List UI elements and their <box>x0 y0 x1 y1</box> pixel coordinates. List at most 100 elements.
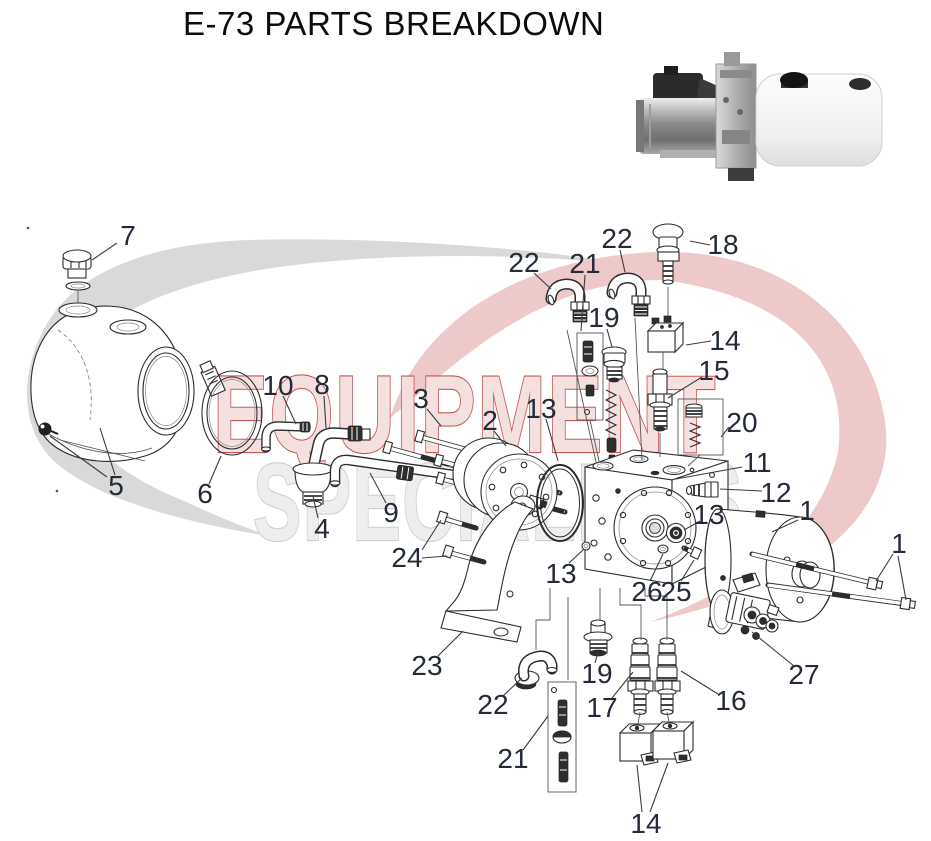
leader-line <box>897 555 907 601</box>
part-13-oring-large <box>536 464 584 542</box>
part-number-label: 2 <box>482 405 498 436</box>
leader-line <box>649 553 664 582</box>
photo-valve-block <box>715 63 757 169</box>
part-number-label: 23 <box>411 650 442 681</box>
part-number-label: 18 <box>707 229 738 260</box>
part-number-label: 24 <box>391 542 422 573</box>
leader-line <box>502 677 523 697</box>
part-number-label: 19 <box>588 302 619 333</box>
part-21-kit-bottom <box>547 681 577 793</box>
leader-line <box>369 472 387 504</box>
tank-filler-neck-2 <box>109 319 147 335</box>
part-14-coils-bottom <box>618 720 695 766</box>
part-number-label: 16 <box>715 685 746 716</box>
leader-line <box>619 249 626 273</box>
leader-line <box>522 715 549 751</box>
leader-line <box>683 520 701 531</box>
photo-tank-cap-2 <box>849 78 871 90</box>
part-22-elbow-a <box>545 278 590 323</box>
leader-line <box>437 630 464 657</box>
leader-line <box>99 427 116 476</box>
part-number-label: 13 <box>693 499 724 530</box>
part-26-washer <box>657 544 669 554</box>
part-number-label: 20 <box>726 407 757 438</box>
leader-line <box>91 242 118 261</box>
leader-line <box>685 340 712 346</box>
part-7-breather-cap <box>62 249 92 303</box>
leader-line <box>636 764 643 813</box>
part-number-label: 3 <box>413 383 429 414</box>
part-22-elbow-b <box>606 272 651 317</box>
part-number-label: 15 <box>698 355 729 386</box>
part-24-bolts <box>435 510 514 598</box>
part-number-label: 6 <box>197 478 213 509</box>
part-20-kit <box>677 398 724 456</box>
part-number-label: 14 <box>709 325 740 356</box>
part-1-through-bolts <box>749 551 917 611</box>
leader-line <box>649 762 669 813</box>
leader-line <box>680 559 695 582</box>
part-number-label: 25 <box>660 576 691 607</box>
part-17-hose-fitting <box>627 637 654 715</box>
part-number-label: 19 <box>581 658 612 689</box>
photo-motor-body <box>638 98 730 154</box>
part-5-reservoir <box>30 302 195 462</box>
leader-line <box>312 495 319 519</box>
part-27-solenoid <box>709 572 780 640</box>
part-number-label: 17 <box>586 692 617 723</box>
part-number-label: 12 <box>760 477 791 508</box>
part-number-label: 7 <box>120 220 136 251</box>
leader-line <box>533 272 552 290</box>
photo-reservoir-tank <box>755 73 883 167</box>
leader-line <box>751 631 795 667</box>
part-number-label: 11 <box>742 447 771 478</box>
page-title: E-73 PARTS BREAKDOWN <box>183 5 605 42</box>
product-photo <box>636 52 883 181</box>
part-10-elbow-tube <box>260 421 311 453</box>
leader-line <box>611 671 634 699</box>
part-number-label: 10 <box>262 370 293 401</box>
part-8-elbow-tube <box>308 425 371 470</box>
part-9-elbow-tube <box>329 454 475 488</box>
part-16-hose-fitting <box>654 637 681 715</box>
leader-line <box>594 651 599 664</box>
leader-line <box>426 408 442 427</box>
leader-line <box>493 430 507 447</box>
part-number-label: 1 <box>891 528 907 559</box>
leader-line <box>568 548 585 564</box>
leader-line <box>421 555 448 559</box>
part-13-oring-small <box>581 541 591 551</box>
part-number-label: 14 <box>630 808 661 839</box>
leader-line <box>771 519 799 533</box>
part-25-bolt <box>681 545 703 560</box>
tank-filler-neck <box>58 302 98 318</box>
part-number-label: 13 <box>545 558 576 589</box>
part-4-flange-fitting <box>292 462 334 508</box>
leader-line <box>720 426 730 438</box>
leader-line <box>606 328 613 348</box>
part-number-label: 13 <box>525 393 556 424</box>
scan-dot <box>55 489 59 493</box>
part-22-elbow-c <box>514 650 558 690</box>
part-18-breather <box>652 223 684 285</box>
part-19-plug-bottom <box>583 619 613 657</box>
photo-tank-cap <box>780 72 808 88</box>
leader-line <box>49 435 108 478</box>
tank-drain-plug <box>38 422 52 436</box>
part-number-label: 22 <box>508 247 539 278</box>
leader-line <box>675 466 743 480</box>
part-13-seal <box>665 522 687 544</box>
part-number-label: 27 <box>788 659 819 690</box>
part-number-label: 21 <box>497 743 528 774</box>
leader-line <box>421 519 442 551</box>
scan-dot <box>26 226 30 230</box>
leader-line <box>875 553 894 582</box>
part-number-label: 1 <box>799 495 815 526</box>
part-number-label: 9 <box>383 497 399 528</box>
connector-lines <box>535 287 701 725</box>
part-number-label: 26 <box>631 576 662 607</box>
part-14-coil-top <box>646 315 685 354</box>
